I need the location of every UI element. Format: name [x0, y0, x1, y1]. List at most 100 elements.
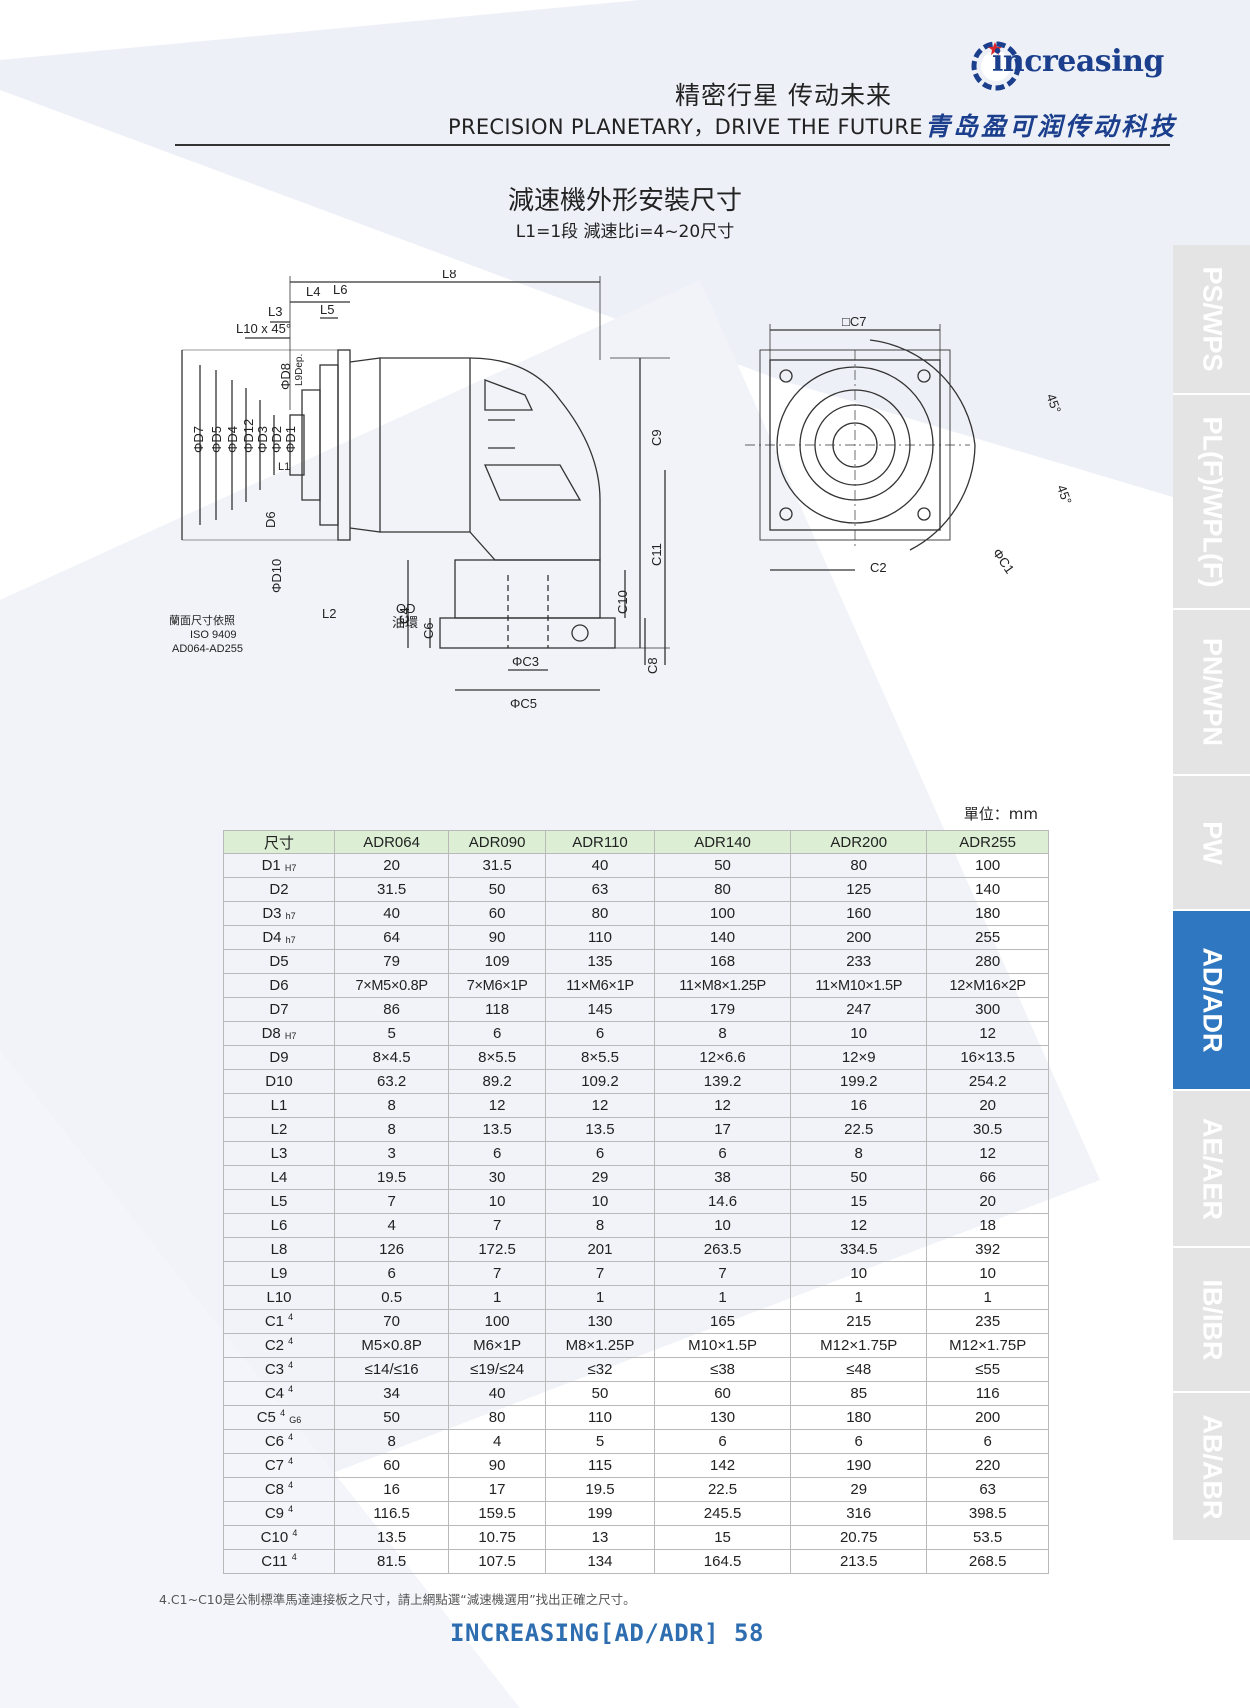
row-header: D1 H7: [223, 853, 335, 878]
dim-C11: C11: [649, 543, 664, 566]
table-cell: 8×5.5: [545, 1045, 655, 1070]
table-cell: 134: [545, 1549, 655, 1574]
dim-L2: L2: [322, 606, 336, 621]
dim-L9: L9Dep.: [294, 354, 305, 386]
table-cell: 7×M6×1P: [448, 973, 547, 998]
table-cell: 60: [448, 901, 547, 926]
table-cell: 1: [790, 1285, 928, 1310]
row-header-label: C6: [264, 1433, 284, 1450]
series-tab[interactable]: PN/WPN: [1173, 610, 1250, 776]
table-cell: 66: [926, 1165, 1049, 1190]
table-cell: 16×13.5: [926, 1045, 1049, 1070]
table-cell: 4: [333, 1213, 450, 1238]
table-cell: 10: [545, 1189, 655, 1214]
series-tab[interactable]: PW: [1173, 776, 1250, 911]
row-header: C6 4: [223, 1429, 335, 1454]
gear-logo-icon: [971, 41, 1021, 91]
table-cell: 19.5: [333, 1165, 450, 1190]
row-header-label: D7: [269, 1001, 289, 1018]
table-cell: 50: [333, 1405, 450, 1430]
row-header-label: L4: [270, 1169, 288, 1186]
table-cell: 100: [926, 853, 1049, 878]
unit-label: 單位：mm: [963, 805, 1038, 823]
dim-D12: ΦD12: [241, 419, 256, 453]
row-header-tolerance: h7: [285, 935, 296, 945]
table-cell: 263.5: [653, 1237, 792, 1262]
dim-L3: L3: [268, 304, 282, 319]
table-cell: 142: [653, 1453, 792, 1478]
dim-D8: ΦD8: [278, 363, 293, 390]
series-tab[interactable]: AE/AER: [1173, 1091, 1250, 1248]
dim-L4: L4: [306, 284, 320, 299]
row-header: L2: [223, 1117, 335, 1142]
table-cell: 29: [545, 1165, 655, 1190]
flange-note-line3: AD064-AD255: [172, 643, 243, 655]
row-header-label: C4: [264, 1385, 284, 1402]
table-cell: 81.5: [333, 1549, 450, 1574]
series-tab[interactable]: IB/IBR: [1173, 1248, 1250, 1393]
row-header: C4 4: [223, 1381, 335, 1406]
row-header: C10 4: [223, 1525, 335, 1550]
dimension-drawing: L8 L4 L6 L5 L3 L10 x 45° ΦD7 ΦD5 ΦD4 ΦD1…: [170, 270, 1075, 711]
table-cell: 179: [653, 997, 792, 1022]
table-cell: 3: [333, 1141, 450, 1166]
series-tab[interactable]: PS/WPS: [1173, 245, 1250, 395]
table-cell: ≤48: [790, 1357, 928, 1382]
table-cell: 109.2: [545, 1069, 655, 1094]
table-cell: 268.5: [926, 1549, 1049, 1574]
table-cell: 254.2: [926, 1069, 1049, 1094]
table-cell: 172.5: [448, 1237, 547, 1262]
table-cell: M8×1.25P: [545, 1333, 655, 1358]
page-subtitle: L1=1段 減速比i=4~20尺寸: [515, 222, 735, 242]
dim-oil-ring: 油環: [392, 615, 418, 630]
dim-L6: L6: [333, 282, 347, 297]
row-header: L10: [223, 1285, 335, 1310]
table-cell: 0.5: [333, 1285, 450, 1310]
table-cell: 6: [545, 1141, 655, 1166]
table-cell: 6: [545, 1021, 655, 1046]
row-header-label: L8: [270, 1241, 288, 1258]
table-cell: 6: [448, 1141, 547, 1166]
table-cell: 200: [926, 1405, 1049, 1430]
table-cell: 199: [545, 1501, 655, 1526]
table-cell: 8: [333, 1093, 450, 1118]
series-tab[interactable]: PL(F)/WPL(F): [1173, 395, 1250, 610]
table-cell: 11×M8×1.25P: [653, 973, 792, 998]
series-tab[interactable]: AB/ABR: [1173, 1393, 1250, 1542]
table-cell: 109: [448, 949, 547, 974]
dim-L1: L1: [278, 461, 290, 473]
row-header-tolerance: H7: [284, 1031, 297, 1041]
row-header: C7 4: [223, 1453, 335, 1478]
table-cell: 10: [448, 1189, 547, 1214]
table-cell: 235: [926, 1309, 1049, 1334]
series-tab[interactable]: AD/ADR: [1173, 911, 1250, 1091]
table-cell: 12: [926, 1021, 1049, 1046]
table-cell: 80: [653, 877, 792, 902]
table-cell: 5: [545, 1429, 655, 1454]
table-cell: 85: [790, 1381, 928, 1406]
table-cell: 130: [653, 1405, 792, 1430]
table-cell: 220: [926, 1453, 1049, 1478]
dim-OD: OD: [396, 601, 416, 616]
table-cell: 63.2: [333, 1069, 450, 1094]
table-cell: 60: [653, 1381, 792, 1406]
table-cell: 40: [448, 1381, 547, 1406]
row-header-label: L6: [270, 1217, 288, 1234]
table-cell: 11×M6×1P: [545, 973, 655, 998]
row-header: C5 4 G6: [223, 1405, 335, 1430]
row-header-tolerance: H7: [284, 863, 297, 873]
column-header-model: ADR064: [333, 830, 450, 854]
